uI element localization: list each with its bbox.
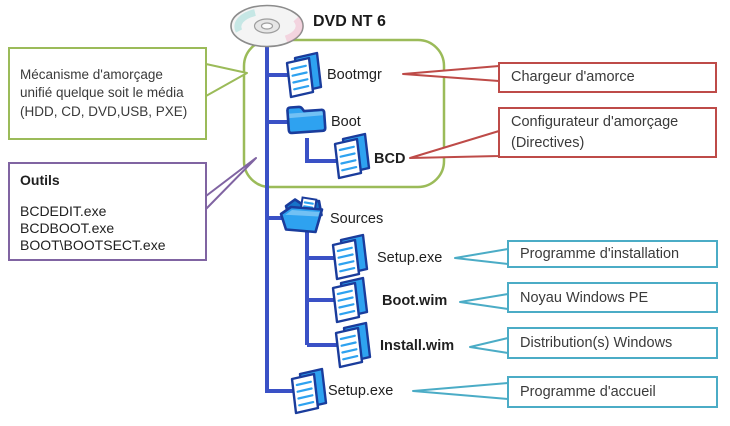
root-setup-exe-document-icon [290,367,328,415]
chargeur-callout-pointer [402,65,500,82]
distribution-callout: Distribution(s) Windows [507,327,718,359]
mechanism-line-1: Mécanisme d'amorçage [20,66,163,82]
tree-connectors [265,44,340,393]
mechanism-line-2: unifié quelque soit le média [20,85,184,101]
configurateur-line-2: (Directives) [511,134,585,151]
mechanism-line-3: (HDD, CD, DVD,USB, PXE) [20,103,188,119]
configurateur-callout: Configurateur d'amorçage (Directives) [498,107,717,158]
bootmgr-document-icon [285,51,323,99]
accueil-callout-pointer [412,382,509,400]
boot-folder-icon [286,105,327,135]
tree-item-boot-wim: Boot.wim [382,293,448,309]
mechanism-callout-pointer [205,63,248,97]
install-wim-document-icon [334,321,372,369]
tree-item-sources: Sources [330,211,384,227]
sources-open-folder-icon [279,196,324,234]
tree-item-boot: Boot [331,114,361,130]
tree-item-bcd: BCD [374,151,406,167]
dvd-disc-icon [230,4,304,48]
installation-callout-pointer [454,248,509,265]
boot-wim-document-icon [331,276,369,324]
noyau-callout: Noyau Windows PE [507,282,718,313]
accueil-label: Programme d'accueil [520,384,656,400]
chargeur-label: Chargeur d'amorce [511,69,635,85]
diagram-title: DVD NT 6 [313,13,386,30]
tree-item-setup-exe: Setup.exe [377,250,443,266]
mechanism-callout: Mécanisme d'amorçage unifié quelque soit… [8,47,207,140]
tree-item-bootmgr: Bootmgr [327,67,382,83]
tree-item-install-wim: Install.wim [380,338,455,354]
tools-item-bootsect: BOOT\BOOTSECT.exe [20,237,166,253]
chargeur-callout: Chargeur d'amorce [498,62,717,93]
noyau-label: Noyau Windows PE [520,289,649,306]
configurateur-line-1: Configurateur d'amorçage [511,113,679,130]
bcd-document-icon [333,132,371,180]
tools-callout-pointer [205,157,257,210]
configurateur-callout-pointer [409,130,500,159]
tools-item-bcdboot: BCDBOOT.exe [20,220,115,236]
tools-item-bcdedit: BCDEDIT.exe [20,203,107,219]
installation-label: Programme d'installation [520,246,680,262]
accueil-callout: Programme d'accueil [507,376,718,408]
tree-item-setup-exe-root: Setup.exe [328,383,394,399]
distribution-label: Distribution(s) Windows [520,335,673,351]
installation-callout: Programme d'installation [507,240,718,268]
distribution-callout-pointer [469,337,509,354]
tools-title: Outils [20,172,60,188]
noyau-callout-pointer [459,293,509,310]
tools-callout: Outils BCDEDIT.exe BCDBOOT.exe BOOT\BOOT… [8,162,207,261]
setup-exe-document-icon [331,233,369,281]
